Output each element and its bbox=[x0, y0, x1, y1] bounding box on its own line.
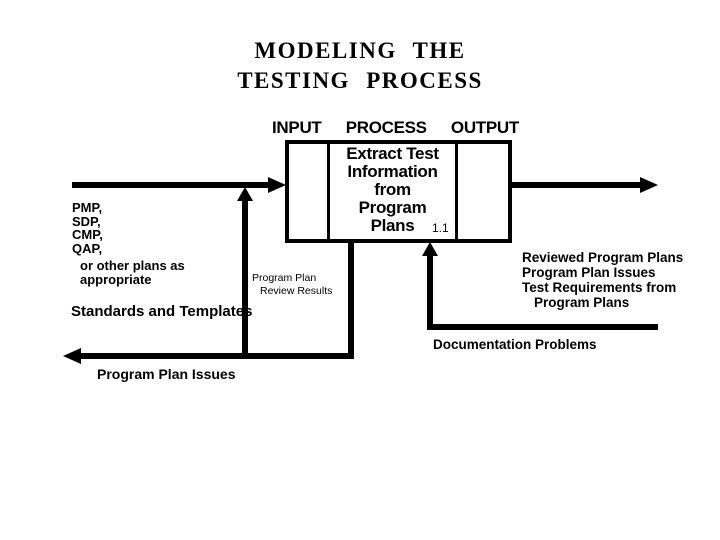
io-header-input: INPUT bbox=[272, 118, 322, 137]
output-arrow-line bbox=[511, 182, 640, 188]
process-label-line: from bbox=[374, 180, 411, 199]
standards-label: Standards and Templates bbox=[71, 303, 253, 320]
issues-arrow-line bbox=[81, 353, 354, 359]
process-label-line: Program bbox=[358, 198, 427, 217]
process-box-label: Extract Test Information from Program Pl… bbox=[330, 145, 455, 235]
io-header: INPUT PROCESS OUTPUT bbox=[272, 118, 519, 138]
input-plan-line: SDP, bbox=[72, 213, 101, 229]
left-arrowhead-icon bbox=[63, 348, 81, 364]
program-plan-issues-label: Program Plan Issues bbox=[97, 366, 236, 382]
input-arrowhead-icon bbox=[268, 177, 286, 193]
output-line: Reviewed Program Plans bbox=[522, 250, 684, 265]
doc-problems-vline bbox=[427, 254, 433, 327]
review-results-arrow-line bbox=[242, 200, 248, 359]
process-label-line: Information bbox=[347, 162, 438, 181]
io-header-output: OUTPUT bbox=[450, 118, 519, 137]
output-line: Program Plan Issues bbox=[522, 265, 656, 280]
process-node-number: 1.1 bbox=[432, 221, 449, 235]
outputs-label-block: Reviewed Program Plans Program Plan Issu… bbox=[522, 250, 683, 310]
input-arrow-line bbox=[72, 182, 269, 188]
up-arrowhead-icon bbox=[237, 187, 253, 201]
process-box-divider-right bbox=[455, 144, 458, 239]
io-header-process: PROCESS bbox=[345, 118, 427, 137]
slide-title: MODELING THE TESTING PROCESS bbox=[0, 36, 720, 96]
slide-title-line1: MODELING THE bbox=[254, 38, 466, 63]
process-box bbox=[285, 140, 512, 243]
review-results-label: Program Plan Review Results bbox=[252, 272, 332, 297]
input-plan-line: PMP, bbox=[72, 200, 103, 215]
process-box-divider-left bbox=[327, 144, 330, 239]
process-label-line: Plans bbox=[370, 216, 415, 235]
process-label-line: Extract Test bbox=[346, 144, 439, 163]
doc-up-arrowhead-icon bbox=[422, 242, 438, 256]
output-line: Test Requirements from bbox=[522, 280, 677, 295]
input-plans-note-line: appropriate bbox=[80, 271, 152, 287]
documentation-problems-label: Documentation Problems bbox=[433, 337, 597, 352]
output-line: Program Plans bbox=[534, 295, 630, 310]
input-plans-note: or other plans as appropriate bbox=[80, 259, 185, 286]
input-plan-line: QAP, bbox=[72, 240, 103, 256]
input-plans-label: PMP, SDP, CMP, QAP, bbox=[72, 201, 103, 255]
output-arrowhead-icon bbox=[640, 177, 658, 193]
review-results-line: Program Plan bbox=[252, 272, 317, 284]
slide-title-line2: TESTING PROCESS bbox=[237, 68, 483, 93]
input-plans-note-line: or other plans as bbox=[80, 258, 185, 273]
doc-problems-hline bbox=[427, 324, 658, 330]
feedback-down-line bbox=[348, 241, 354, 359]
review-results-line: Review Results bbox=[260, 284, 333, 297]
input-plan-line: CMP, bbox=[72, 227, 103, 242]
